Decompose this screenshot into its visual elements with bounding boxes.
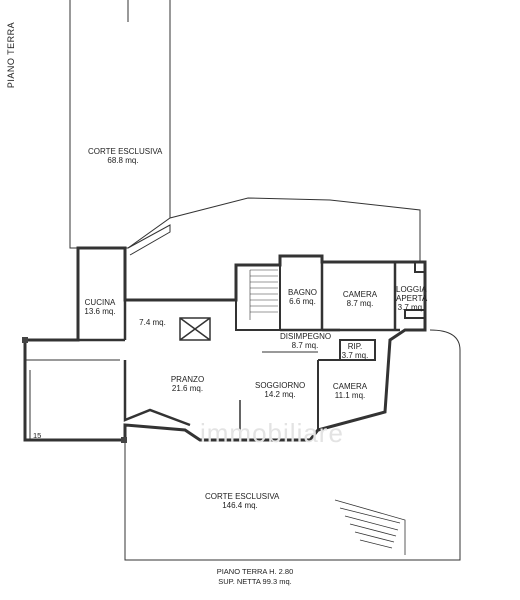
room-name: RIP. — [347, 342, 363, 351]
external-stair — [334, 499, 406, 555]
room-name: CORTE ESCLUSIVA — [88, 147, 163, 156]
post-marker — [22, 337, 28, 343]
shaft — [179, 317, 211, 341]
loggia-post — [404, 261, 426, 319]
upper-courtyard-outline — [69, 0, 421, 262]
room-label-disimpegno: DISIMPEGNO 8.7 mq. — [280, 332, 332, 350]
soggiorno-wall — [317, 359, 345, 430]
room-area: 8.7 mq. — [346, 299, 374, 308]
room-label-loggia: LOGGIA APERTA 3.7 mq. — [396, 285, 428, 312]
room-area: 68.8 mq. — [107, 156, 139, 165]
room-name: CUCINA — [84, 298, 116, 307]
camera-wall — [322, 262, 400, 332]
room-area: 21.6 mq. — [171, 384, 204, 393]
rip-wall — [339, 339, 376, 361]
room-label-cucina: CUCINA 13.6 mq. — [80, 298, 120, 316]
room-name: SOGGIORNO — [255, 381, 306, 390]
room-area: 7.4 mq. — [139, 318, 166, 327]
room-label-bagno: BAGNO 6.6 mq. — [285, 288, 320, 306]
lower-courtyard-outline — [124, 329, 461, 561]
stair-treads — [249, 269, 278, 320]
bay-window — [127, 224, 171, 256]
room-area: 11.1 mq. — [334, 391, 366, 400]
room-label-soggiorno: SOGGIORNO 14.2 mq. — [255, 381, 305, 399]
room-label-unnamed: 7.4 mq. — [135, 318, 170, 327]
room-area: 146.4 mq. — [222, 501, 258, 510]
stair-block — [235, 264, 281, 331]
unit-number: 15 — [33, 431, 42, 440]
kitchen-wall — [78, 248, 127, 342]
room-name: CAMERA — [342, 290, 378, 299]
room-area: 3.7 mq. — [397, 303, 425, 312]
plan-footer: PIANO TERRA H. 2.80 SUP. NETTA 99.3 mq. — [190, 567, 320, 587]
room-label-rip: RIP. 3.7 mq. — [340, 342, 370, 360]
room-area: 14.2 mq. — [264, 390, 296, 399]
footer-height: PIANO TERRA H. 2.80 — [216, 567, 294, 576]
room-name: DISIMPEGNO — [280, 332, 332, 341]
footer-net-area: SUP. NETTA 99.3 mq. — [218, 577, 292, 586]
room-area: 3.7 mq. — [341, 351, 369, 360]
room-area: 6.6 mq. — [289, 297, 316, 306]
watermark-logo: immobiliare — [200, 418, 344, 448]
room-name: LOGGIA APERTA — [396, 285, 428, 303]
post-marker — [121, 437, 127, 443]
left-porch — [24, 340, 120, 440]
room-label-corte-esclusiva-nord: CORTE ESCLUSIVA 68.8 mq. — [88, 147, 163, 165]
room-name: CAMERA — [332, 382, 368, 391]
pranzo-wall — [123, 360, 191, 427]
room-label-camera-nord: CAMERA 8.7 mq. — [340, 290, 380, 308]
room-label-corte-esclusiva-sud: CORTE ESCLUSIVA 146.4 mq. — [205, 492, 280, 510]
room-name: PRANZO — [170, 375, 205, 384]
room-name: BAGNO — [288, 288, 317, 297]
room-label-camera-sud: CAMERA 11.1 mq. — [330, 382, 370, 400]
room-area: 13.6 mq. — [84, 307, 116, 316]
room-name: CORTE ESCLUSIVA — [205, 492, 280, 501]
room-area: 8.7 mq. — [291, 341, 319, 350]
page-title: PIANO TERRA — [6, 21, 17, 89]
room-label-pranzo: PRANZO 21.6 mq. — [165, 375, 210, 393]
